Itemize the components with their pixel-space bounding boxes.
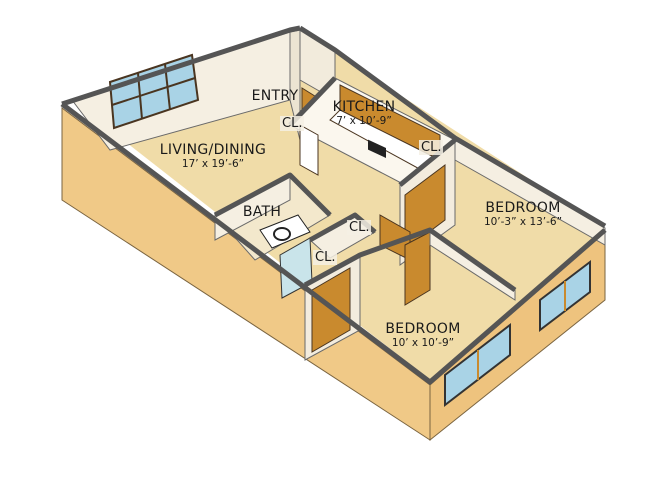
room-name: BEDROOM bbox=[385, 321, 461, 337]
room-dims: 17’ x 19’-6” bbox=[181, 158, 245, 170]
room-name: LIVING/DINING bbox=[159, 142, 267, 158]
room-dims: 10’-3” x 13’-6” bbox=[483, 216, 563, 228]
room-label-bedroom1: BEDROOM 10’-3” x 13’-6” bbox=[483, 200, 563, 229]
room-label-living: LIVING/DINING 17’ x 19’-6” bbox=[159, 142, 267, 171]
bedroom2-door bbox=[404, 231, 431, 306]
room-label-entry: ENTRY bbox=[252, 89, 299, 104]
room-label-bedroom2: BEDROOM 10’ x 10’-9” bbox=[385, 321, 461, 350]
closet-label-entry: CL. bbox=[280, 116, 305, 131]
kitchen-fridge bbox=[299, 124, 319, 176]
closet-label-bath: CL. bbox=[313, 250, 338, 265]
closet-label-kitchen: CL. bbox=[419, 140, 444, 155]
room-dims: 7’ x 10’-9” bbox=[336, 115, 392, 127]
room-name: BEDROOM bbox=[485, 200, 561, 216]
room-name: BATH bbox=[242, 204, 282, 220]
room-label-kitchen: KITCHEN 7’ x 10’-9” bbox=[332, 99, 396, 128]
room-name: KITCHEN bbox=[332, 99, 396, 115]
bath-sink bbox=[273, 227, 291, 241]
window-bedroom1 bbox=[539, 259, 591, 333]
room-label-bath: BATH bbox=[243, 205, 281, 220]
kitchen-sink bbox=[368, 139, 386, 158]
room-name: ENTRY bbox=[251, 88, 299, 104]
room-dims: 10’ x 10’-9” bbox=[391, 337, 455, 349]
closet-label-hall: CL. bbox=[347, 220, 372, 235]
window-bedroom2 bbox=[444, 322, 511, 408]
